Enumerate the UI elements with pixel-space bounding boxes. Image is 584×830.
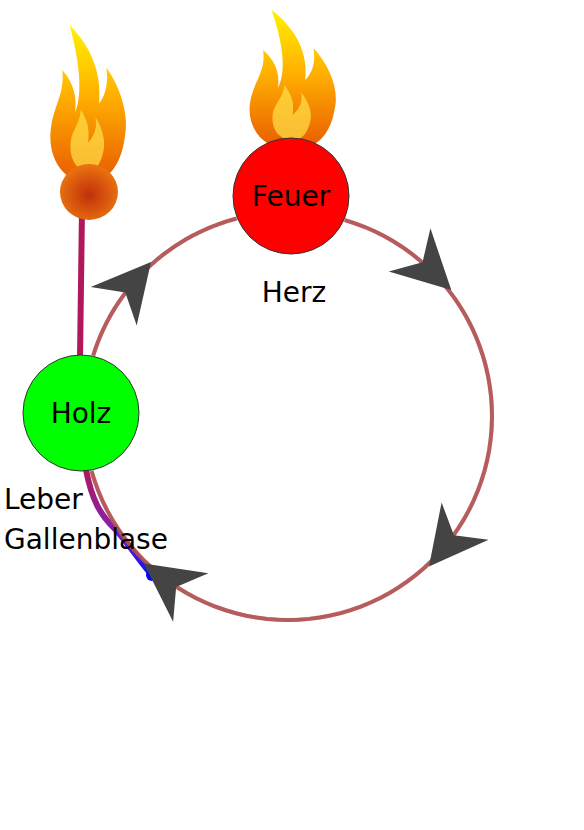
cycle-arrow bbox=[92, 220, 492, 622]
element-circle: HolzLeber Gallenblase bbox=[22, 354, 140, 472]
circle-shape bbox=[23, 355, 139, 471]
arrowhead bbox=[91, 243, 174, 326]
cycle-path bbox=[92, 220, 492, 620]
circle-shape bbox=[233, 138, 349, 254]
element-name: Feuer bbox=[232, 137, 350, 255]
flame bbox=[50, 25, 126, 182]
organ-label: Leber Gallenblase bbox=[4, 480, 204, 560]
arrowhead bbox=[389, 228, 472, 311]
element-circle: FeuerHerz bbox=[232, 137, 350, 255]
cycle-arrow bbox=[91, 219, 237, 356]
cycle-ring bbox=[84, 212, 492, 620]
flame-stem bbox=[80, 210, 82, 358]
organ-label: Herz bbox=[234, 273, 354, 313]
element-name: Holz bbox=[22, 354, 140, 472]
flame bbox=[250, 10, 336, 150]
arrowhead bbox=[405, 502, 488, 585]
flame-bulb bbox=[60, 164, 118, 220]
